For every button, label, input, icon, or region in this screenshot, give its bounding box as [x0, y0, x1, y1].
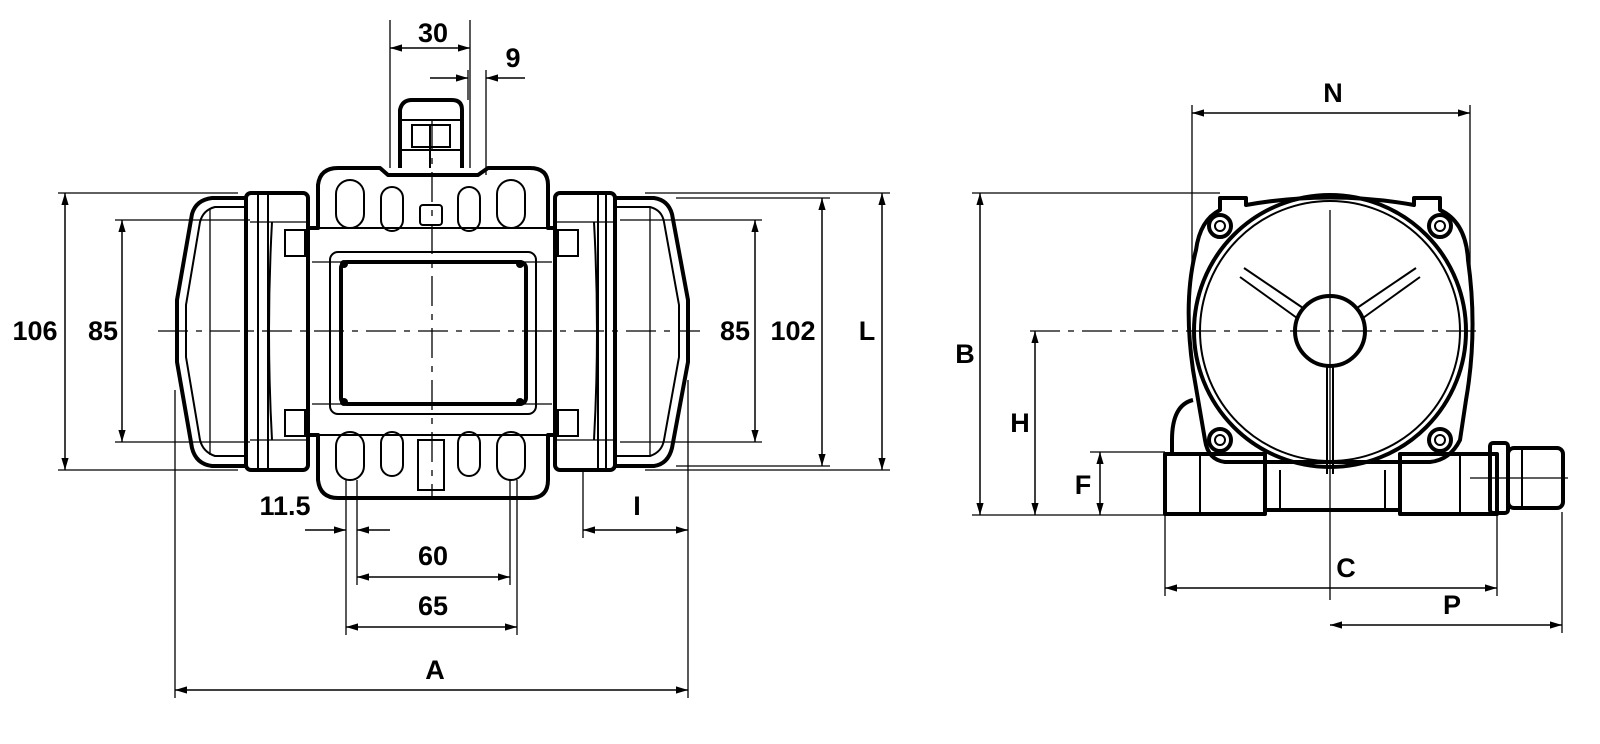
dim-label-B: B — [955, 339, 975, 369]
hub — [1293, 294, 1367, 368]
dim-label-85-left: 85 — [88, 316, 118, 346]
housing-ring — [1192, 193, 1468, 469]
dim-label-N: N — [1323, 78, 1343, 108]
terminal-box-window — [339, 260, 528, 406]
cable-gland-side — [1470, 441, 1568, 515]
dim-label-11-5: 11.5 — [259, 491, 310, 521]
cable-gland-top — [398, 98, 464, 168]
dim-label-H: H — [1010, 408, 1030, 438]
left-flange — [244, 191, 310, 472]
dim-label-102: 102 — [770, 316, 815, 346]
motor-housing — [1170, 193, 1475, 474]
extension-lines — [972, 105, 1563, 633]
dim-label-F: F — [1075, 470, 1092, 500]
extension-lines — [58, 20, 890, 698]
dim-label-30: 30 — [418, 18, 448, 48]
mounting-screw — [1207, 213, 1453, 453]
front-view: 30 9 106 85 85 102 L 11.5 I 60 65 A — [12, 18, 890, 698]
dim-label-P: P — [1443, 590, 1461, 620]
dim-label-65: 65 — [418, 591, 448, 621]
dim-label-L: L — [859, 316, 876, 346]
dim-label-106: 106 — [12, 316, 57, 346]
dim-label-9: 9 — [505, 43, 520, 73]
side-view: N B H F C P — [955, 78, 1568, 633]
dim-label-I: I — [633, 491, 641, 521]
right-end-cap — [613, 196, 690, 468]
dim-label-C: C — [1336, 553, 1356, 583]
right-flange — [553, 191, 617, 472]
dim-label-60: 60 — [418, 541, 448, 571]
mounting-base — [1163, 452, 1499, 516]
left-end-cap — [175, 196, 248, 468]
junction-body — [306, 166, 557, 500]
dim-label-85-right: 85 — [720, 316, 750, 346]
dim-label-A: A — [425, 655, 445, 685]
